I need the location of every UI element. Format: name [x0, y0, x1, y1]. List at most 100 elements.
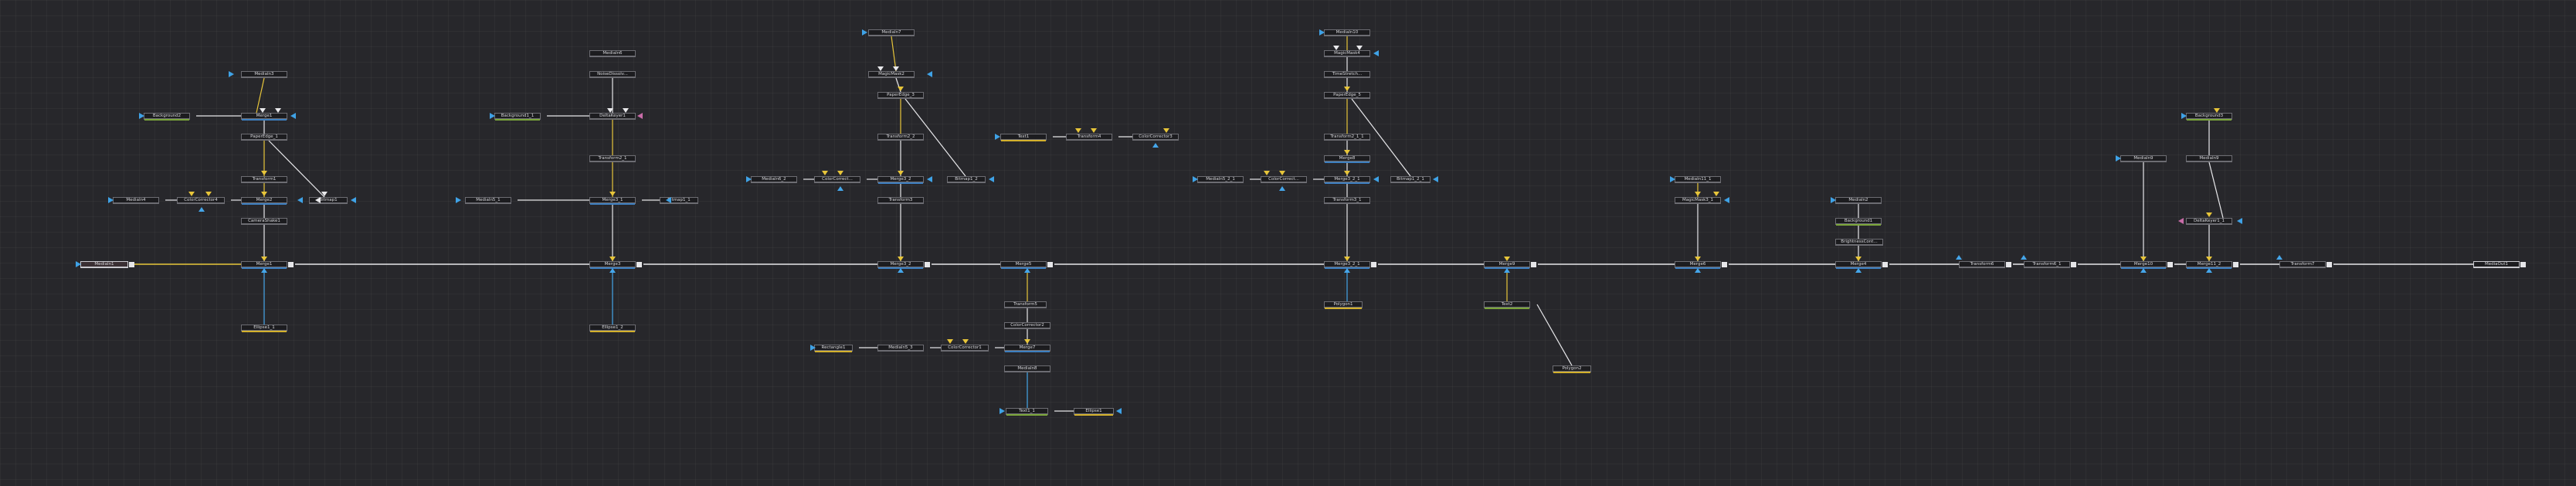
node-paperedge5[interactable]: PaperEdge_5 [1324, 92, 1370, 99]
node-mediain8[interactable]: MediaIn8 [1004, 365, 1050, 372]
source-arrow[interactable] [108, 197, 114, 203]
foreground-input[interactable] [609, 192, 616, 196]
source-input[interactable] [275, 108, 281, 113]
mask-input[interactable] [199, 207, 205, 212]
foreground-input[interactable] [1344, 171, 1350, 175]
mask-arrow[interactable] [989, 176, 994, 182]
node-merge7[interactable]: Merge7 [1004, 345, 1050, 352]
effect-input[interactable] [947, 339, 953, 344]
output-port[interactable] [2006, 262, 2011, 267]
foreground-input[interactable] [2140, 257, 2147, 261]
node-camera-shake1[interactable]: CameraShake1 [241, 218, 287, 225]
node-merge2[interactable]: Merge2 [241, 197, 287, 205]
node-merge10[interactable]: Merge10 [2120, 261, 2173, 269]
mask-input[interactable] [1024, 268, 1030, 273]
foreground-input[interactable] [261, 192, 267, 196]
node-mediain5-1[interactable]: MediaIn5_1 [465, 197, 511, 204]
foreground-input[interactable] [261, 171, 267, 175]
mask-arrow[interactable] [637, 113, 643, 119]
node-mediain5-2[interactable]: MediaIn5_2_1 [1197, 176, 1244, 183]
node-mediain5-3[interactable]: MediaIn5_3 [877, 345, 924, 352]
mask-arrow[interactable] [351, 197, 356, 203]
mask-input[interactable] [2140, 268, 2147, 273]
foreground-input[interactable] [898, 257, 904, 261]
node-transform2-2[interactable]: Transform2_2 [877, 134, 924, 141]
mask-input[interactable] [898, 268, 904, 273]
node-mediain9[interactable]: MediaIn9 [2120, 155, 2167, 162]
node-text1[interactable]: Text1 [1000, 134, 1047, 141]
node-magicmask3[interactable]: MagicMask3_1 [1675, 197, 1721, 204]
foreground-input[interactable] [1344, 257, 1350, 261]
source-arrow[interactable] [1000, 408, 1005, 414]
source-input[interactable] [623, 108, 629, 113]
node-mediain4[interactable]: MediaIn4 [113, 197, 159, 204]
foreground-input[interactable] [898, 171, 904, 175]
node-mediain3[interactable]: MediaIn3 [241, 71, 287, 78]
source-arrow[interactable] [995, 134, 1000, 140]
node-mediain1[interactable]: MediaIn1 [80, 261, 134, 268]
mask-input[interactable] [1695, 268, 1701, 273]
mask-arrow[interactable] [1724, 197, 1729, 203]
foreground-input[interactable] [1344, 150, 1350, 155]
output-port[interactable] [2071, 262, 2076, 267]
output-port[interactable] [1531, 262, 1536, 267]
source-input[interactable] [893, 66, 899, 71]
source-arrow[interactable] [2181, 113, 2187, 119]
mask-input[interactable] [2206, 268, 2212, 273]
node-transform3[interactable]: Transform3 [877, 197, 924, 204]
foreground-input[interactable] [1024, 339, 1030, 344]
mask-arrow[interactable] [927, 71, 932, 77]
output-port[interactable] [2233, 262, 2238, 267]
node-magicmask2[interactable]: MagicMask2 [868, 71, 915, 78]
mask-arrow[interactable] [1373, 50, 1379, 56]
node-transform3-1[interactable]: Transform3_1 [1324, 197, 1370, 204]
mask-input[interactable] [2021, 255, 2027, 260]
effect-input[interactable] [837, 171, 843, 175]
mask-arrow[interactable] [927, 176, 932, 182]
effect-input[interactable] [1264, 171, 1270, 175]
node-brightness-contrast[interactable]: BrightnessCont... [1835, 239, 1883, 246]
node-merge3-2-1b[interactable]: Merge3_2_1 [1324, 261, 1376, 269]
foreground-input[interactable] [609, 257, 616, 261]
mask-input[interactable] [609, 268, 616, 273]
foreground-input[interactable] [1695, 257, 1701, 261]
mask-input[interactable] [1344, 268, 1350, 273]
output-port[interactable] [1882, 262, 1888, 267]
node-polygon2[interactable]: Polygon2 [1553, 365, 1591, 373]
output-port[interactable] [129, 262, 134, 267]
effect-input[interactable] [188, 192, 195, 196]
mask-input[interactable] [2276, 255, 2282, 260]
source-input[interactable] [321, 192, 328, 196]
node-noise-dissolve[interactable]: NoiseDissolv... [589, 71, 636, 78]
mask-input[interactable] [1504, 268, 1510, 273]
mask-arrow[interactable] [297, 197, 303, 203]
output-port[interactable] [1047, 262, 1053, 267]
foreground-input[interactable] [898, 87, 904, 91]
node-ellipse1[interactable]: Ellipse1 [1074, 408, 1114, 416]
source-input[interactable] [1356, 46, 1363, 50]
node-polygon1[interactable]: Polygon1 [1324, 301, 1363, 309]
node-bitmap1-2[interactable]: Bitmap1_2 [947, 176, 986, 183]
mask-input[interactable] [1152, 143, 1159, 148]
source-arrow[interactable] [139, 113, 144, 119]
output-port[interactable] [925, 262, 930, 267]
output-port[interactable] [2520, 262, 2526, 267]
node-text2[interactable]: Text2 [1484, 301, 1530, 309]
node-mediain7[interactable]: MediaIn7 [868, 29, 915, 36]
mask-arrow[interactable] [2237, 218, 2242, 224]
output-port[interactable] [2327, 262, 2332, 267]
node-paper-edge[interactable]: PaperEdge_1 [241, 134, 287, 141]
node-paperedge3[interactable]: PaperEdge_3 [877, 92, 924, 99]
node-bitmap1-2-1[interactable]: Bitmap1_2_1 [1390, 176, 1431, 183]
node-merge1[interactable]: Merge1 [241, 261, 294, 269]
source-arrow[interactable] [1319, 29, 1325, 36]
source-arrow[interactable] [490, 113, 495, 119]
source-arrow[interactable] [1670, 176, 1675, 182]
node-merge3-2[interactable]: Merge3_2 [877, 176, 924, 184]
source-arrow[interactable] [1831, 197, 1836, 203]
node-mediain11[interactable]: MediaIn11_1 [1675, 176, 1721, 183]
node-color-corrector1[interactable]: ColorCorrector1 [941, 345, 989, 352]
effect-input[interactable] [1075, 128, 1081, 133]
mask-input[interactable] [261, 268, 267, 273]
foreground-input[interactable] [1855, 257, 1862, 261]
